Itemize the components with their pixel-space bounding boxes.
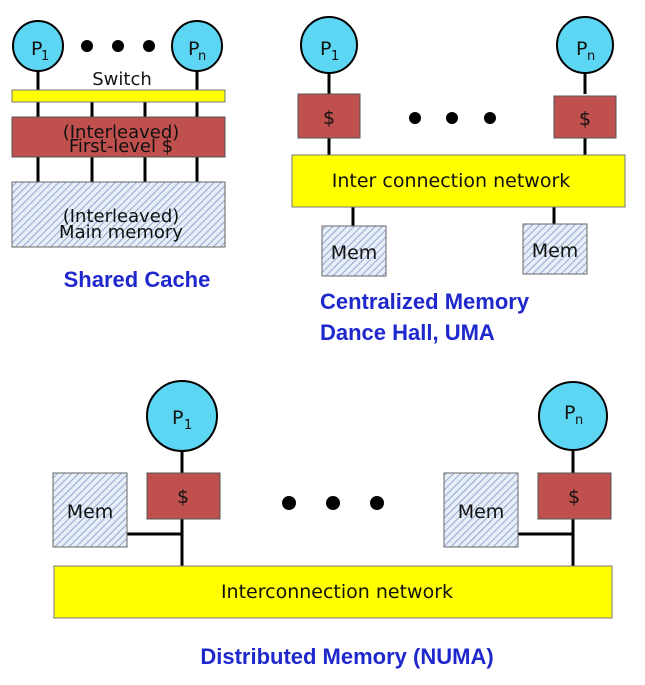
memory-right [522,223,588,275]
processor-subscript: 1 [331,49,339,64]
cache-left [297,93,361,139]
processor-label: P [172,407,183,429]
cache-right-label: $ [579,108,591,130]
processor-pn: P n [556,16,614,74]
cache-right [537,472,612,520]
processor-pn: P n [538,381,608,451]
cache-label-line2: First-level $ [69,136,173,157]
processor-label: P [576,38,587,60]
processor-subscript: 1 [184,418,192,433]
processor-p1: P 1 [146,380,218,452]
cache-left [146,472,221,520]
interconnection-network [53,565,613,619]
cache-left-label: $ [323,107,335,129]
first-level-cache [11,116,226,158]
memory-right-label: Mem [532,240,579,262]
processor-p1: P 1 [300,16,358,74]
centralized-caption-line2: Dance Hall, UMA [320,320,495,345]
memory-right [443,472,519,548]
centralized-memory-diagram: P 1 P n $ $ Inter connection network Mem… [291,16,626,345]
processor-p1: P 1 [12,20,64,72]
processor-label: P [31,38,42,60]
network-label: Interconnection network [221,581,453,603]
memory-left [321,225,387,277]
memory-label-line2: Main memory [59,222,183,243]
memory-label-line1: (Interleaved) [63,206,180,227]
ellipsis-dots [282,496,384,510]
interconnection-network [291,154,626,208]
distributed-memory-diagram: P 1 P n $ $ Mem Mem Interconnection netw… [52,380,613,669]
main-memory [11,181,226,248]
cache-right [553,95,617,139]
cache-label-line1: (Interleaved) [63,122,180,143]
cache-left-label: $ [177,486,189,508]
network-label: Inter connection network [332,170,571,192]
ellipsis-dots [81,40,155,52]
processor-label: P [320,38,331,60]
distributed-wires [127,449,575,566]
centralized-caption-line1: Centralized Memory [320,289,530,314]
distributed-caption: Distributed Memory (NUMA) [200,644,493,669]
processor-subscript: n [198,49,206,64]
switch-label: Switch [92,69,152,90]
centralized-wires [327,73,587,226]
switch-bar [11,89,226,103]
processor-subscript: n [587,49,595,64]
memory-right-label: Mem [458,501,505,523]
cache-right-label: $ [568,486,580,508]
processor-subscript: n [575,413,583,428]
processor-pn: P n [171,20,223,72]
processor-label: P [188,38,199,60]
memory-left-label: Mem [67,501,114,523]
shared-cache-diagram: P 1 P n Switch (Interleaved) First-level… [11,20,226,292]
memory-left [52,472,128,548]
ellipsis-dots [409,112,496,124]
shared-cache-caption: Shared Cache [64,267,211,292]
memory-left-label: Mem [331,242,378,264]
processor-label: P [564,402,575,424]
processor-subscript: 1 [41,49,49,64]
